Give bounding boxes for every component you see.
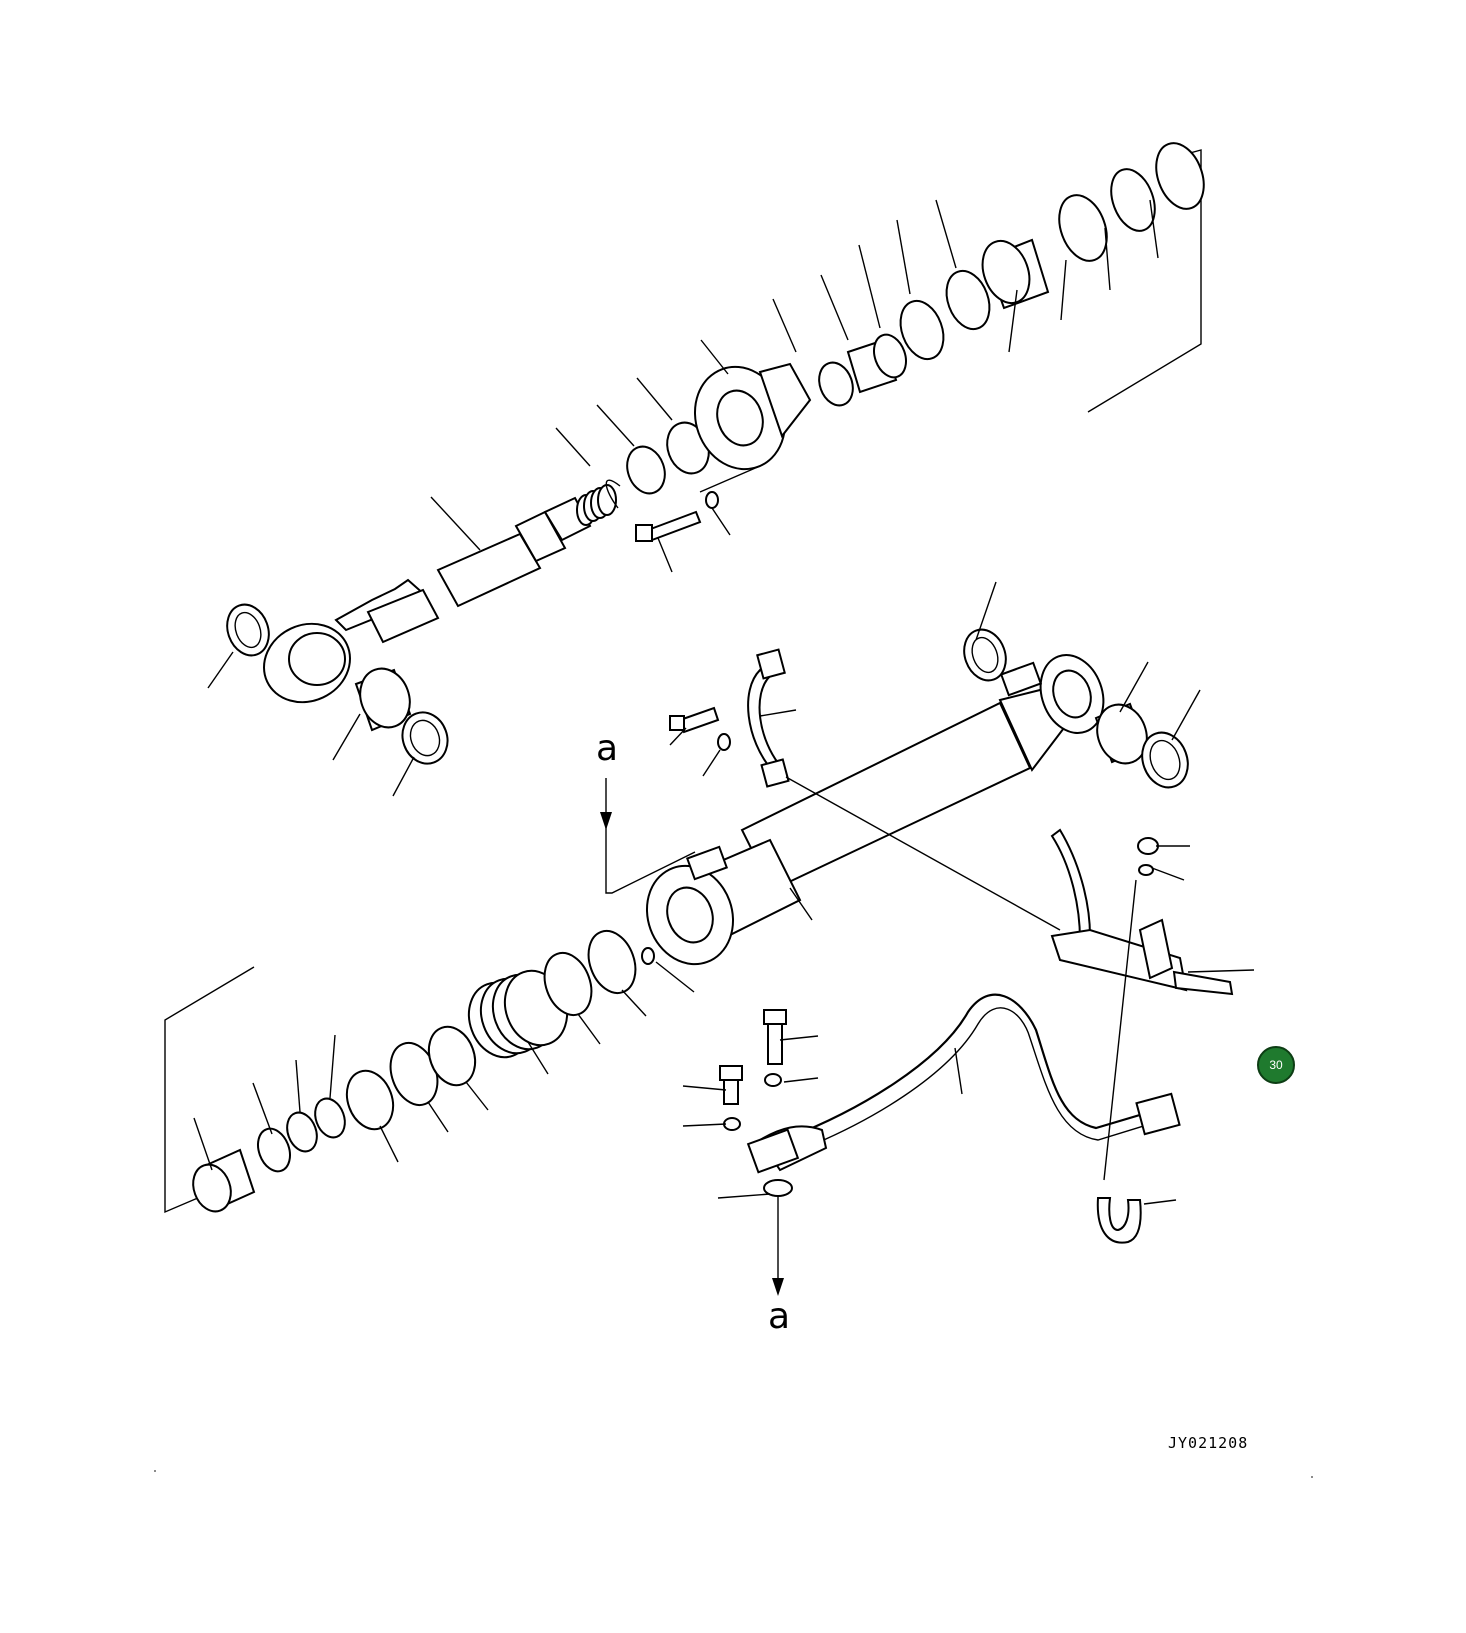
drawing-number: JY021208 [1168,1434,1249,1452]
rod-thread [576,484,617,526]
piston-seal-assembly [164,930,695,1214]
view-marker-top: a [596,728,618,769]
cylinder-tube-assembly [600,581,1201,966]
hose-pipe-assembly [682,828,1255,1296]
piston-rod-assembly [207,142,1205,797]
view-marker-bottom: a [768,1296,790,1337]
callout-badge[interactable]: 30 [1257,1046,1295,1084]
